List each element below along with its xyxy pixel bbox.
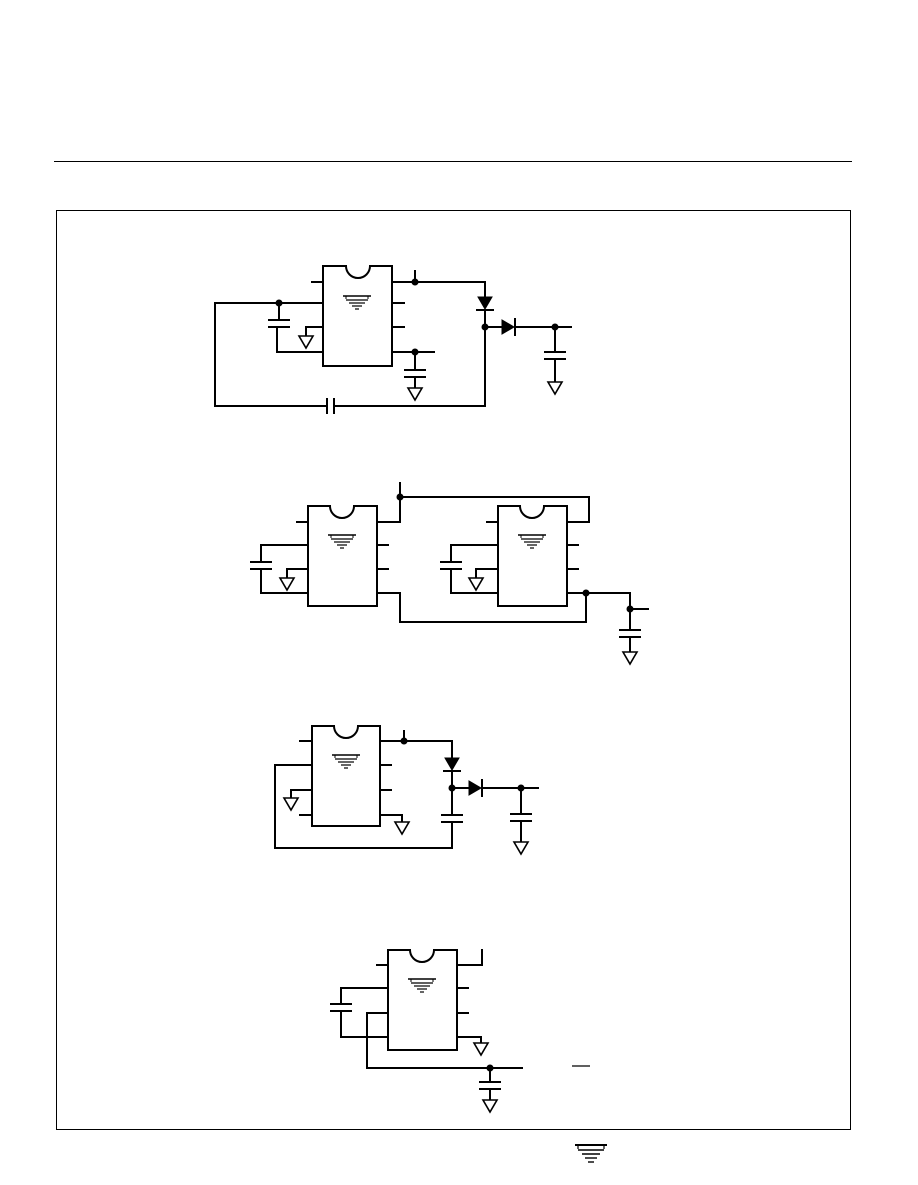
ic-chip (387, 949, 458, 1051)
header-rule (54, 161, 852, 162)
footer-logo (575, 1144, 607, 1163)
figure-frame (56, 210, 851, 1130)
ic-chip (322, 265, 393, 367)
circuit-2 (250, 482, 649, 665)
circuit-1 (214, 265, 572, 414)
ic-chip (311, 725, 381, 827)
ground-icon (298, 335, 314, 349)
ic-chip-right (497, 505, 568, 607)
ic-chip-left (307, 505, 378, 607)
diode-icon (477, 296, 493, 310)
circuit-4 (330, 949, 590, 1113)
circuit-3 (274, 725, 539, 855)
